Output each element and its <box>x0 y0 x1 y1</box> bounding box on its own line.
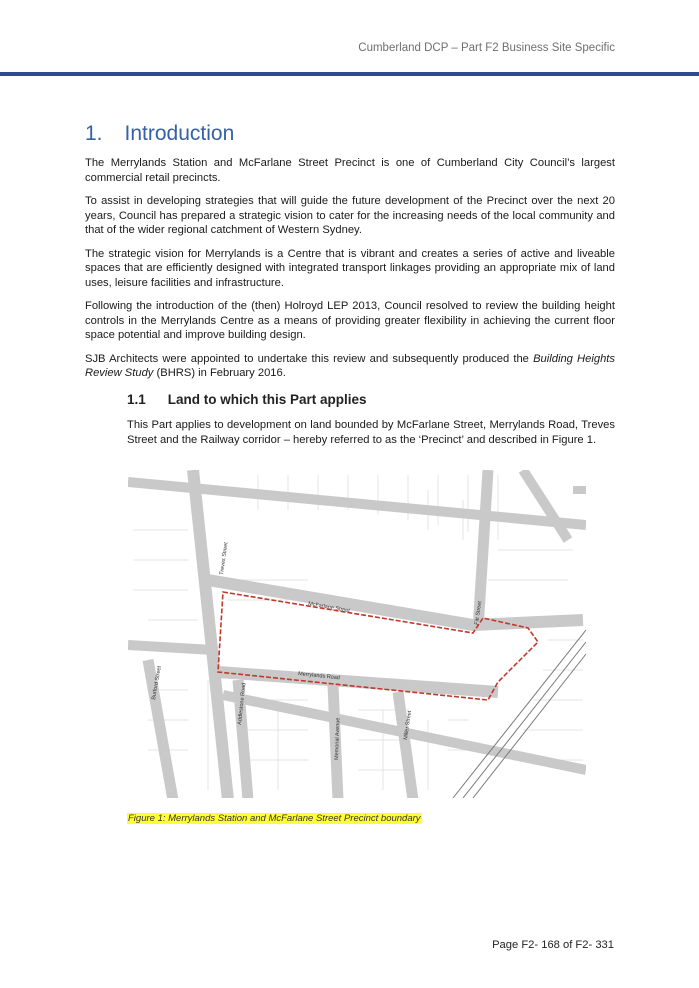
precinct-boundary <box>217 591 540 701</box>
street-label: Merrylands Road <box>298 671 340 681</box>
street-label: Miller Street <box>403 710 413 740</box>
paragraph-text: SJB Architects were appointed to underta… <box>85 352 534 365</box>
subsection-heading: 1.1 Land to which this Part applies <box>127 392 367 407</box>
street-label: Memorial Avenue <box>334 717 341 760</box>
paragraph: The Merrylands Station and McFarlane Str… <box>85 157 615 184</box>
paragraph: Following the introduction of the (then)… <box>85 300 615 341</box>
running-header: Cumberland DCP – Part F2 Business Site S… <box>358 42 615 54</box>
header-divider <box>0 72 699 76</box>
road-network <box>128 470 586 798</box>
lot-outlines <box>133 475 583 790</box>
page-number: Page F2- 168 of F2- 331 <box>492 939 614 951</box>
subsection-text: This Part applies to development on land… <box>127 419 615 446</box>
intro-body: The Merrylands Station and McFarlane Str… <box>85 156 615 390</box>
paragraph: The strategic vision for Merrylands is a… <box>85 247 615 289</box>
subsection-title: Land to which this Part applies <box>167 392 367 407</box>
street-label: Fitt Street <box>474 600 483 625</box>
section-number: 1. <box>85 122 103 145</box>
street-label: Addlestone Road <box>237 683 247 726</box>
paragraph-text: (BHRS) in February 2016. <box>153 367 286 379</box>
railway-corridor <box>452 629 586 798</box>
study-title: Building Heights Review Study <box>85 352 615 380</box>
precinct-map: Treves Street McFarlane Street Fitt Stre… <box>128 470 586 798</box>
paragraph: To assist in developing strategies that … <box>85 195 615 236</box>
section-heading: 1. Introduction <box>85 122 234 146</box>
paragraph: SJB Architects were appointed to underta… <box>85 352 615 381</box>
street-label: Treves Street <box>219 541 230 575</box>
figure-caption: Figure 1: Merrylands Station and McFarla… <box>127 813 422 824</box>
subsection-number: 1.1 <box>127 392 146 407</box>
map-graphic: Treves Street McFarlane Street Fitt Stre… <box>128 470 586 798</box>
section-title: Introduction <box>124 122 235 145</box>
street-label: Burford Street <box>151 665 163 700</box>
